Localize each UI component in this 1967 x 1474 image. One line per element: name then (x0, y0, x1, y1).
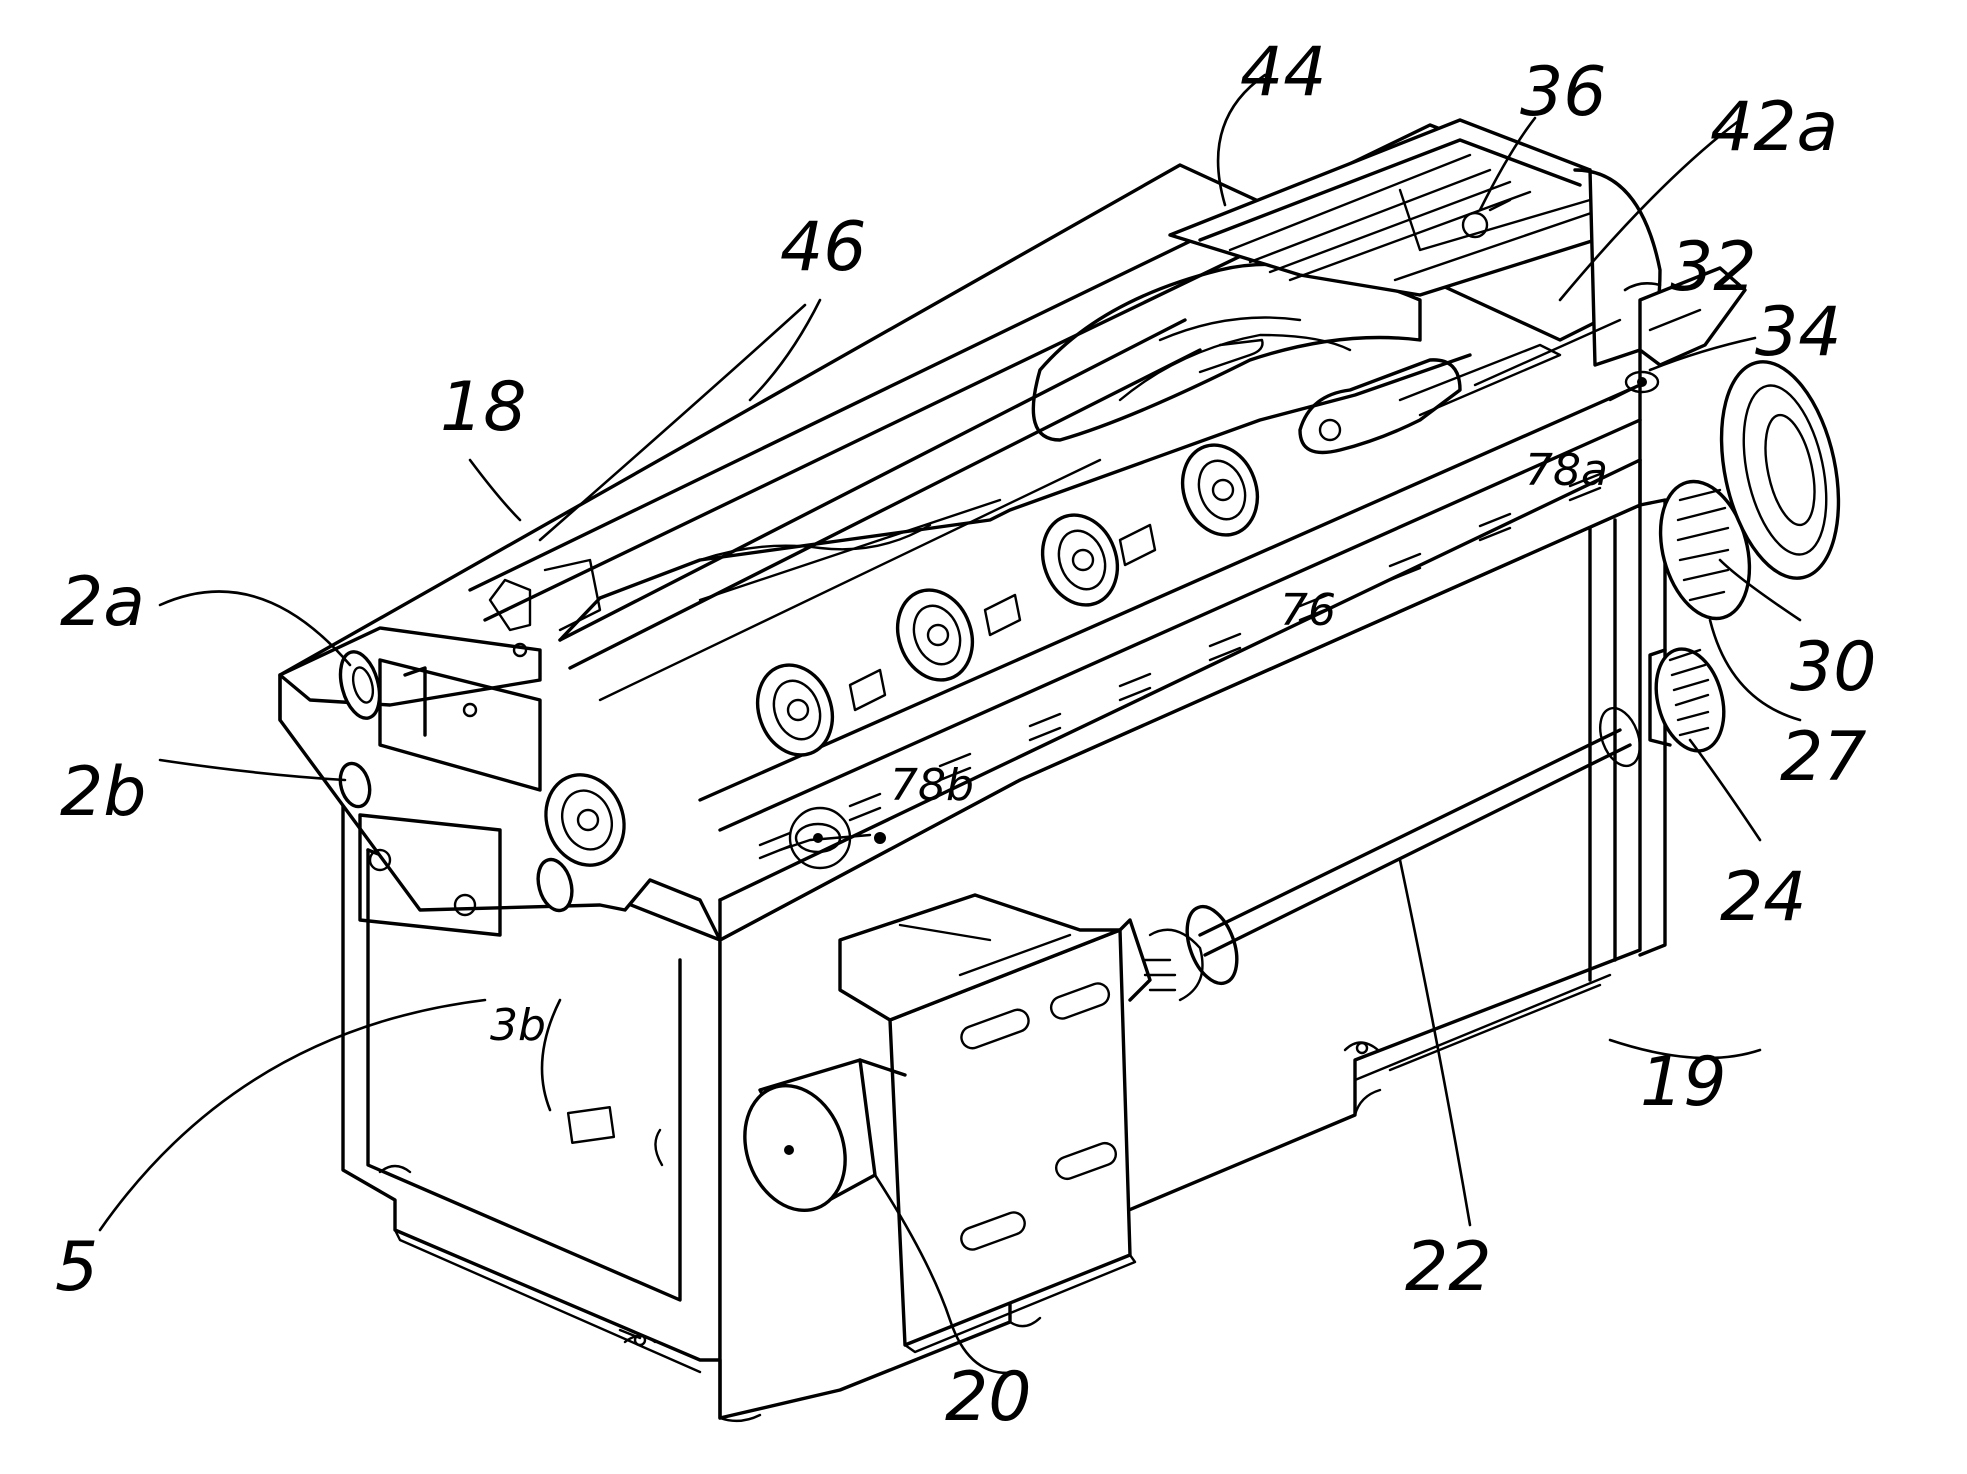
label-78a: 78a (1525, 445, 1608, 496)
label-18: 18 (440, 368, 527, 447)
label-42a: 42a (1710, 88, 1838, 167)
label-22: 22 (1405, 1228, 1492, 1307)
label-78b: 78b (890, 760, 974, 811)
label-44: 44 (1240, 33, 1327, 112)
label-5: 5 (55, 1228, 98, 1307)
label-2a: 2a (60, 563, 145, 642)
label-24: 24 (1720, 858, 1807, 937)
label-34: 34 (1755, 293, 1842, 372)
label-46: 46 (780, 208, 867, 287)
label-76: 76 (1280, 585, 1336, 636)
label-32: 32 (1670, 228, 1757, 307)
label-20: 20 (945, 1358, 1032, 1437)
label-2b: 2b (60, 753, 146, 832)
label-30: 30 (1790, 628, 1877, 707)
label-27: 27 (1780, 718, 1867, 797)
label-36: 36 (1520, 53, 1607, 132)
label-19: 19 (1640, 1043, 1727, 1122)
label-3b: 3b (490, 1000, 546, 1051)
